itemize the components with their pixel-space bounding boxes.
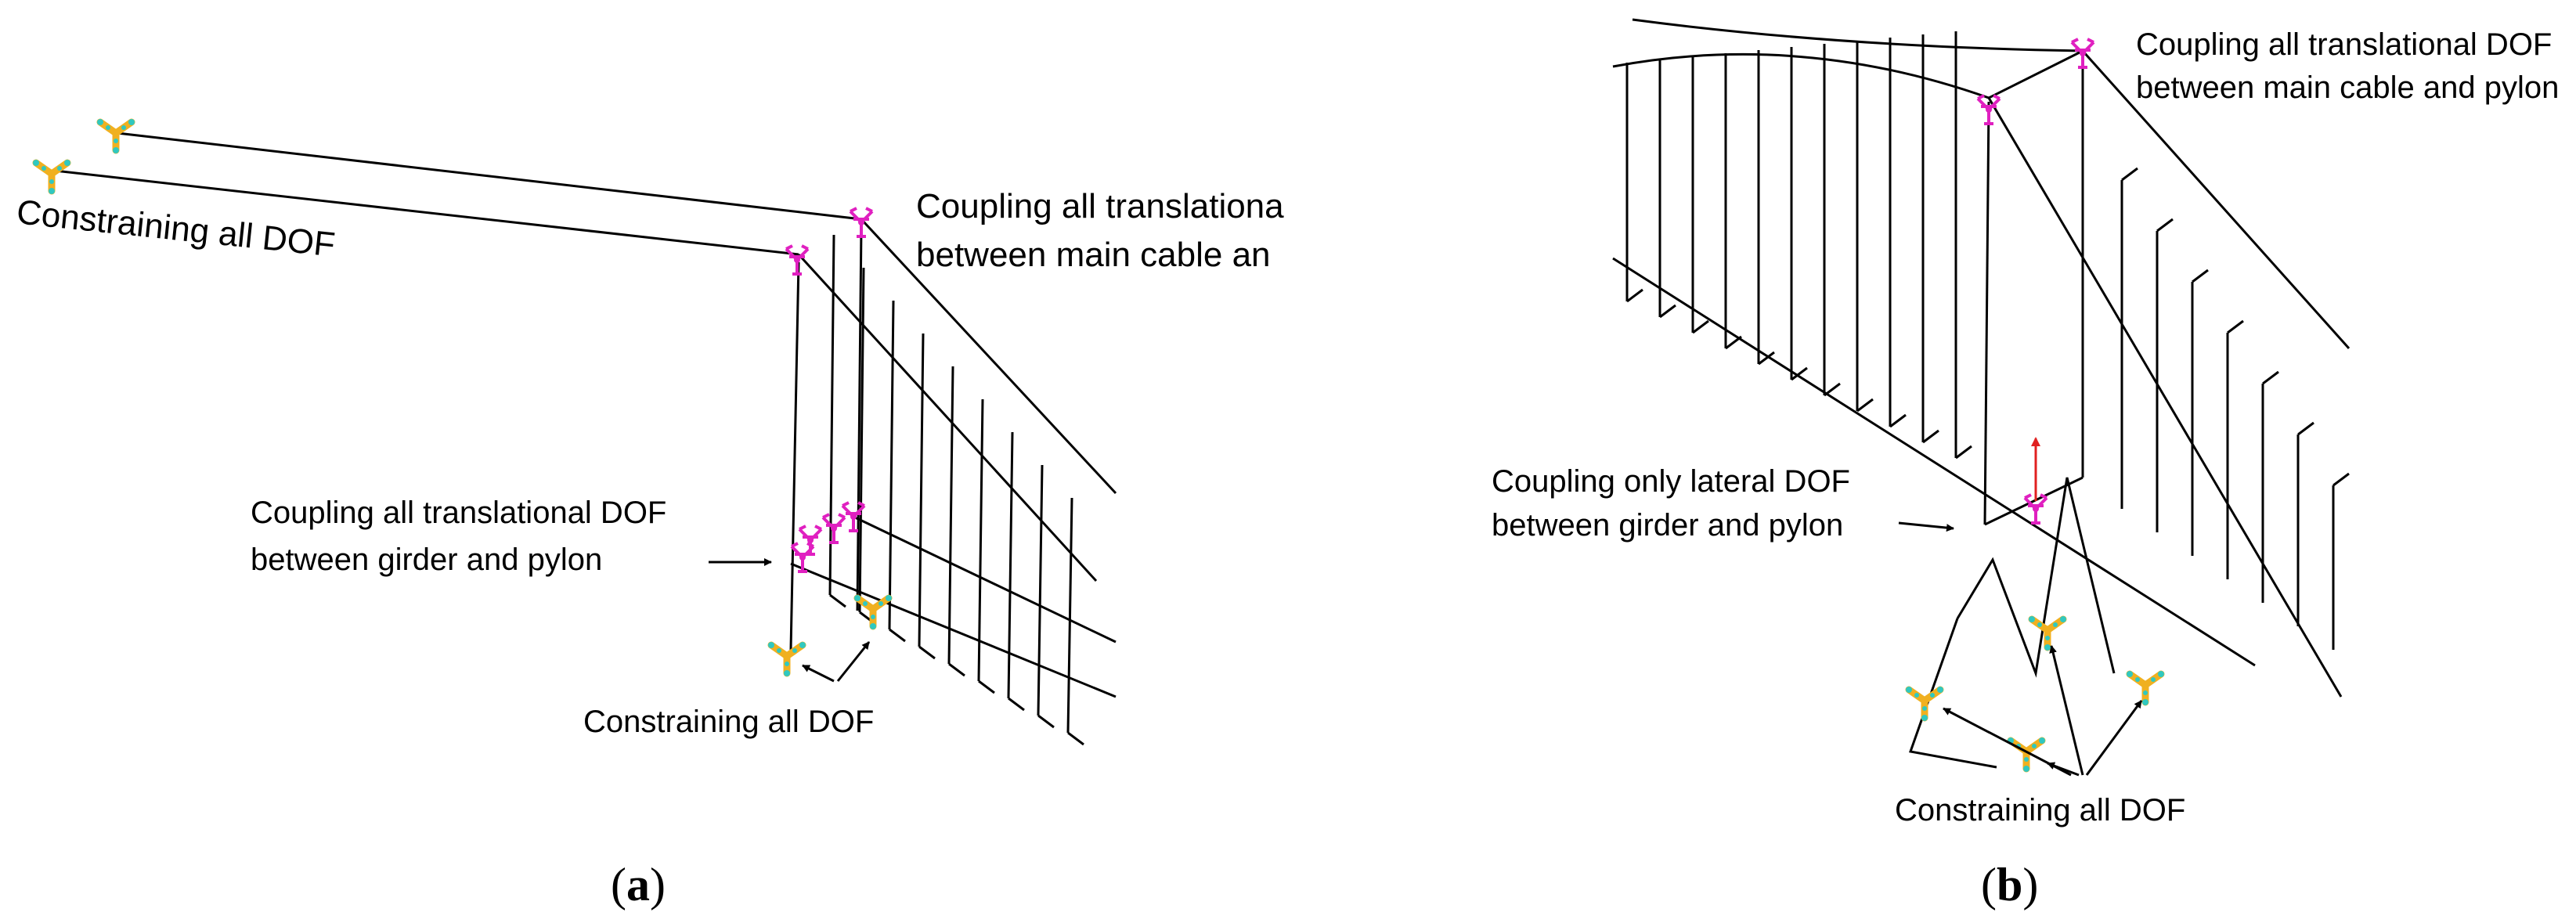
panel-a: Constraining all DOF Coupling all transl… xyxy=(15,119,1284,910)
hanger-tick xyxy=(2297,421,2314,436)
hanger-line xyxy=(977,398,984,682)
hanger-tick xyxy=(2332,472,2350,487)
hanger-line xyxy=(918,333,925,647)
arrow-constrain-3 xyxy=(2049,645,2084,776)
hanger-line xyxy=(858,267,865,613)
caption-b: (b) xyxy=(1981,859,2038,910)
hanger-tick xyxy=(1955,445,1972,460)
arrow-coupling-lateral xyxy=(1898,521,1954,532)
constraint-marker-icon xyxy=(768,642,806,676)
coupling-marker-icon xyxy=(2070,38,2095,69)
arrow-constrain-right xyxy=(836,641,871,682)
panel-b-hangers xyxy=(1625,31,2350,650)
hanger-tick xyxy=(1692,319,1709,334)
label-coupling-cable-line1: Coupling all translational DOF xyxy=(2136,27,2552,62)
constraint-marker-icon xyxy=(1906,687,1943,721)
arrow-constrain-left xyxy=(802,664,835,683)
panel-a-hangers xyxy=(828,234,1084,746)
label-coupling-cable-line2: between main cable and pylon xyxy=(2136,70,2559,105)
hanger-line xyxy=(947,366,954,665)
hanger-line xyxy=(828,234,835,596)
hanger-line xyxy=(1007,431,1014,699)
arrow-constrain-2 xyxy=(2047,762,2080,777)
hanger-tick xyxy=(2121,167,2138,182)
arrow-constrain-4 xyxy=(2085,700,2143,776)
hanger-line xyxy=(1066,497,1073,734)
label-coupling-lateral-line1: Coupling only lateral DOF xyxy=(1492,464,1850,499)
hanger-tick xyxy=(2227,319,2244,334)
label-constrain-top: Constraining all DOF xyxy=(15,193,337,264)
hanger-tick xyxy=(1922,429,1939,444)
label-coupling-girder-line2: between girder and pylon xyxy=(251,543,602,577)
hanger-tick xyxy=(1067,731,1084,746)
hanger-tick xyxy=(978,680,995,694)
constraint-marker-icon xyxy=(33,160,70,194)
label-coupling-lateral-line2: between girder and pylon xyxy=(1492,508,1843,543)
hanger-tick xyxy=(948,662,965,677)
hanger-tick xyxy=(889,628,906,643)
panel-a-structure xyxy=(54,132,1117,698)
hanger-tick xyxy=(1725,335,1742,350)
constraint-marker-icon xyxy=(2008,737,2045,772)
coupling-marker-icon xyxy=(821,513,846,544)
hanger-tick xyxy=(1626,288,1643,303)
coupling-marker-icon xyxy=(849,207,874,238)
label-constrain-bottom: Constraining all DOF xyxy=(583,705,874,739)
constraint-marker-icon xyxy=(2127,671,2164,705)
hanger-tick xyxy=(2156,218,2174,233)
hanger-tick xyxy=(1008,697,1025,712)
hanger-tick xyxy=(1824,382,1841,397)
label-constrain: Constraining all DOF xyxy=(1895,793,2185,827)
caption-a: (a) xyxy=(611,859,666,910)
hanger-tick xyxy=(1856,398,1874,413)
panel-b-structure xyxy=(1612,18,2351,769)
constraint-marker-icon xyxy=(2029,616,2066,651)
label-coupling-cable-line2: between main cable an xyxy=(916,236,1271,274)
hanger-tick xyxy=(1791,366,1808,381)
hanger-line xyxy=(1037,464,1044,716)
hanger-tick xyxy=(829,593,846,608)
hanger-tick xyxy=(1037,714,1055,729)
coupling-marker-icon xyxy=(790,542,815,573)
hanger-tick xyxy=(1659,304,1676,319)
hanger-tick xyxy=(1758,351,1775,366)
label-coupling-girder-line1: Coupling all translational DOF xyxy=(251,496,666,530)
hanger-tick xyxy=(1889,413,1907,428)
hanger-line xyxy=(888,300,895,630)
constraint-marker-icon xyxy=(97,119,135,153)
hanger-tick xyxy=(2262,370,2279,385)
label-coupling-cable-line1: Coupling all translationa xyxy=(916,187,1284,225)
panel-b: Coupling all translational DOF between m… xyxy=(1492,18,2559,910)
hanger-tick xyxy=(918,645,936,660)
hanger-tick xyxy=(2192,269,2209,283)
